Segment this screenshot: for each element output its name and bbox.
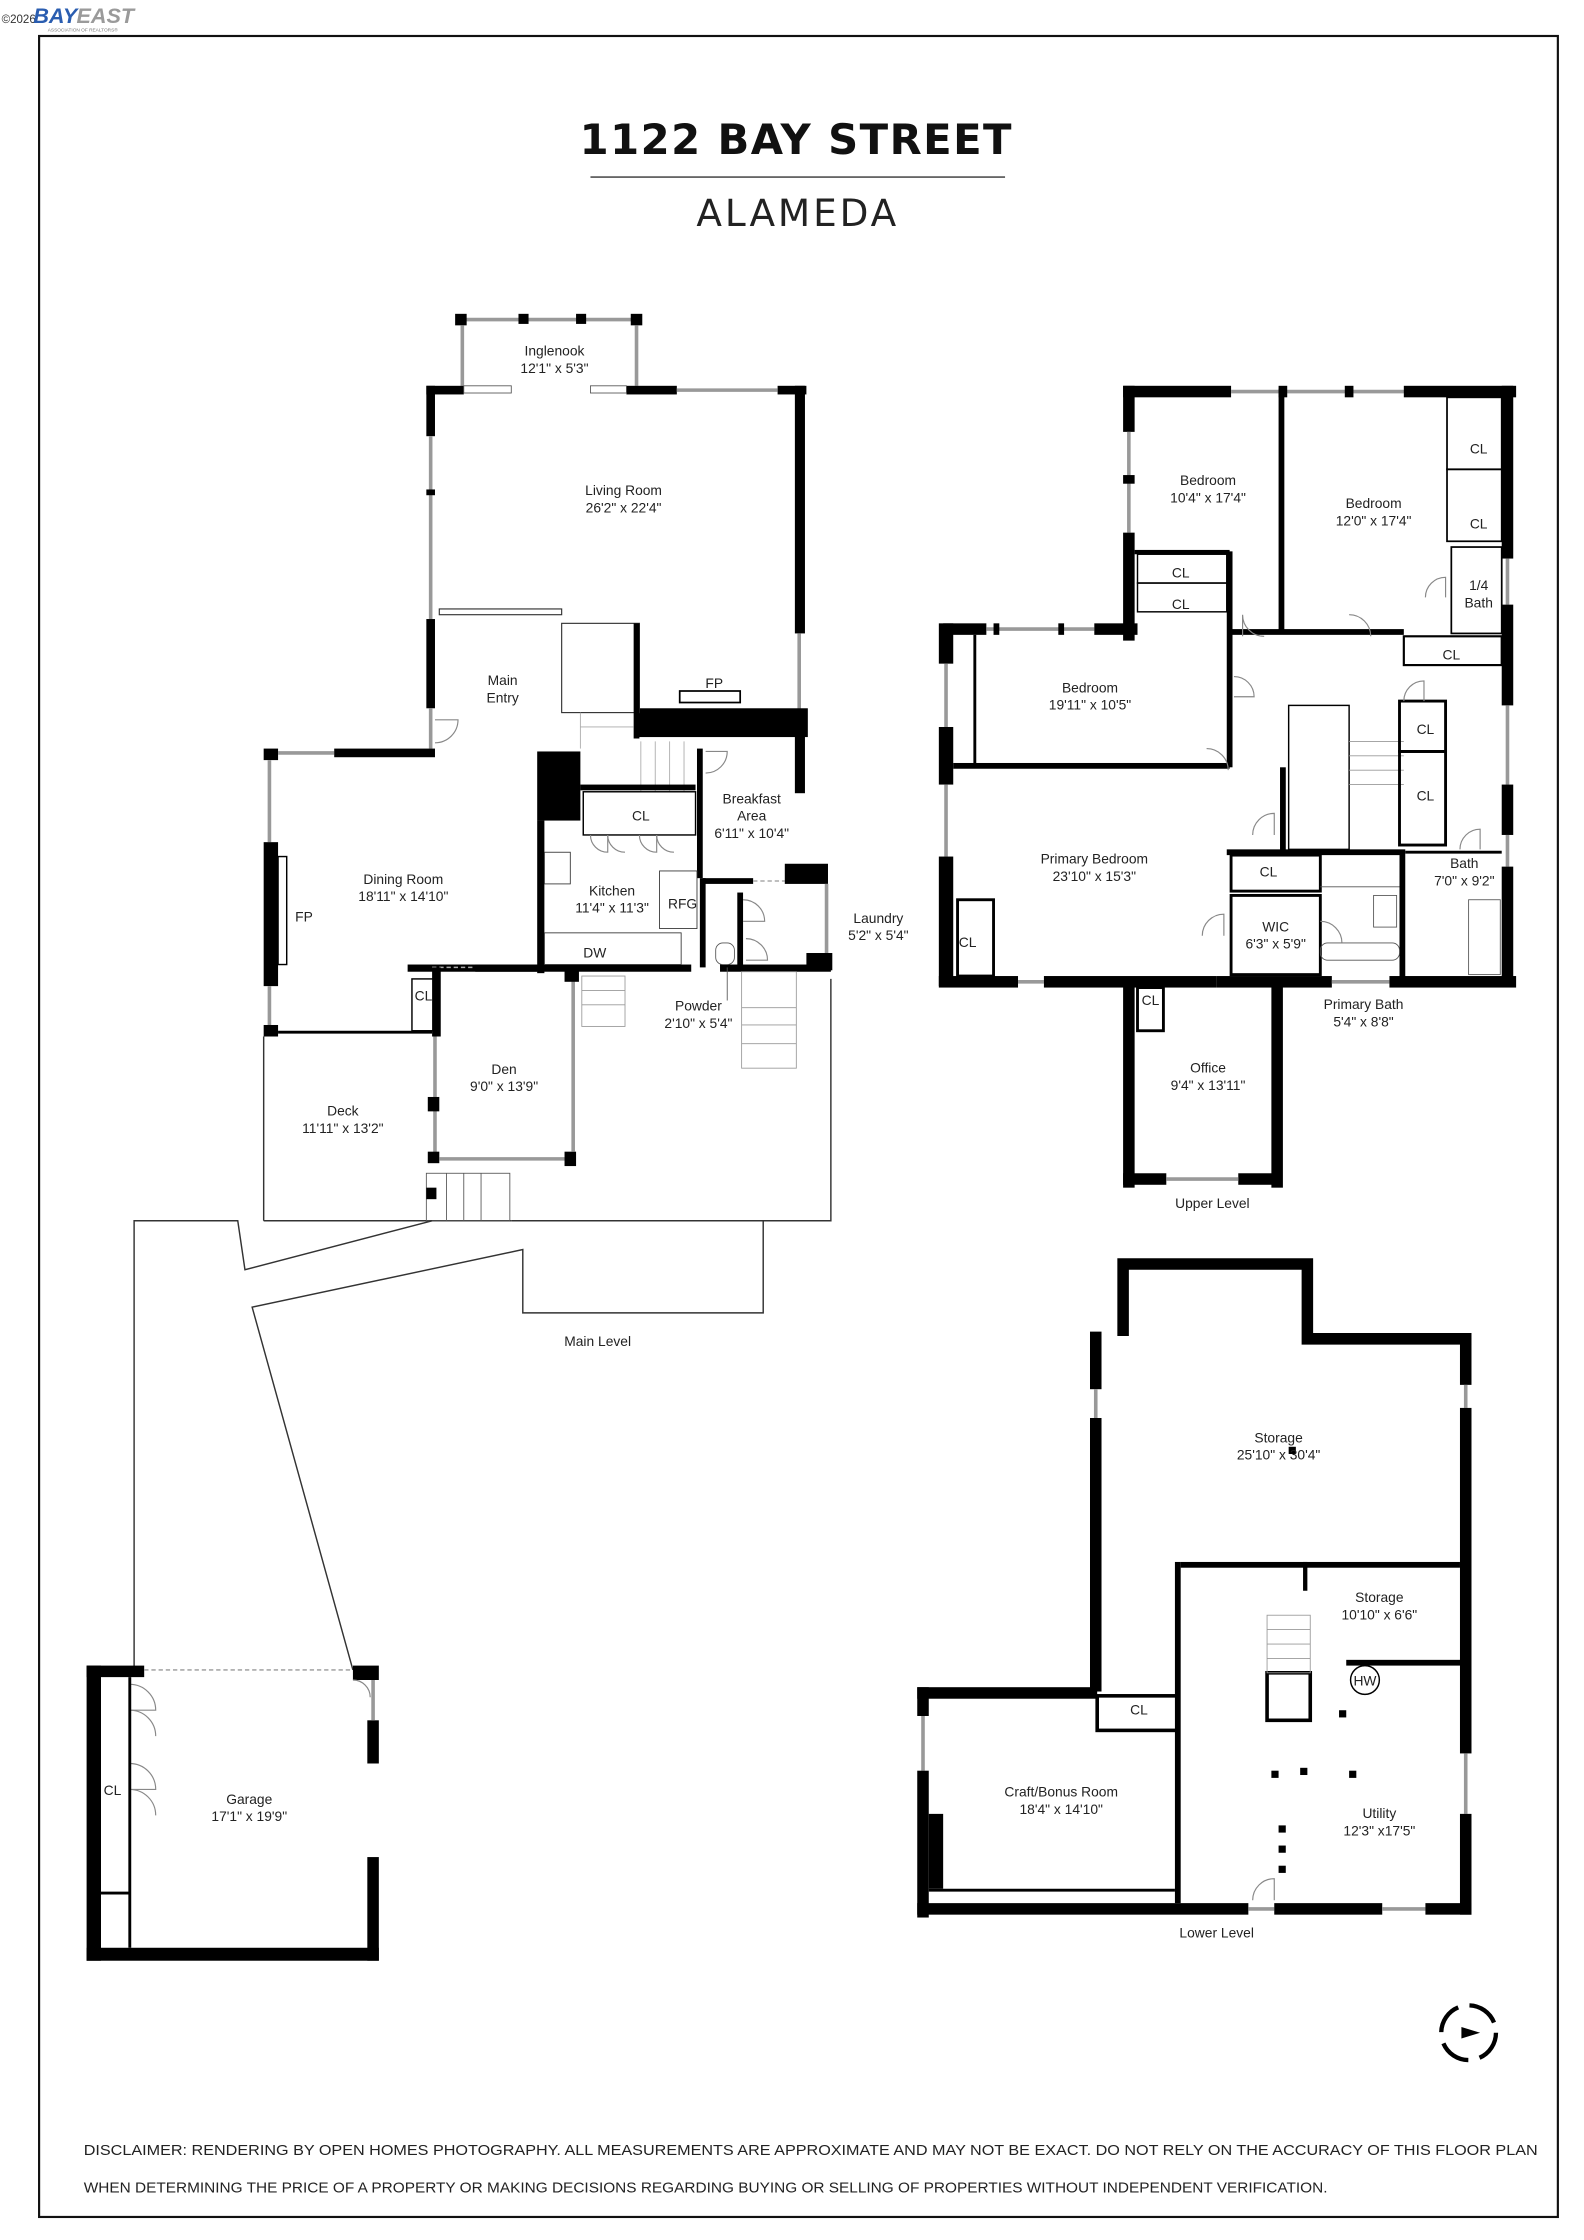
fixture-label: FP [705,675,723,691]
room-name: Powder [675,998,722,1014]
lower-level-walls [917,1258,1472,1918]
room-dimensions: 9'4" x 13'11" [1171,1077,1246,1093]
room-dimensions: Entry [487,690,519,706]
room-dimensions: 23'10" x 15'3" [1053,868,1137,884]
fixture-label: FP [295,908,313,924]
room-dimensions: Bath [1464,595,1492,611]
closet-label: CL [1417,721,1435,737]
room-name: Bath [1450,855,1478,871]
fixture-label: CL [632,808,650,824]
room-name: 1/4 [1469,577,1489,593]
room-name: Bedroom [1062,679,1118,695]
room-name: WIC [1262,918,1289,934]
room-dimensions: 10'4" x 17'4" [1170,489,1246,505]
room-name: Craft/Bonus Room [1004,1784,1118,1800]
room-dimensions: 11'4" x 11'3" [575,900,649,916]
room-name: Den [491,1061,516,1077]
room-dimensions: Area [737,808,766,824]
room-dimensions: 5'2" x 5'4" [848,927,908,943]
room-dimensions: 26'2" x 22'4" [586,499,662,515]
fixture-label: RFG [668,895,697,911]
room-name: Breakfast [723,790,782,806]
water-heater-label: HW [1353,1673,1376,1689]
room-name: Primary Bedroom [1041,851,1148,867]
closet-label: CL [959,934,977,950]
level-label: Upper Level [1175,1195,1249,1211]
logo-east: EAST [77,3,136,28]
room-name: Storage [1254,1429,1303,1445]
main-level-walls [86,313,833,1961]
room-name: Office [1190,1059,1226,1075]
closet-label: CL [1130,1702,1148,1718]
closet-label: CL [1142,992,1160,1008]
room-dimensions: 7'0" x 9'2" [1434,872,1494,888]
room-dimensions: 12'1" x 5'3" [520,360,588,376]
room-dimensions: 17'1" x 19'9" [211,1808,287,1824]
closet-label: CL [1470,515,1488,531]
room-dimensions: 19'11" x 10'5" [1049,697,1132,713]
logo-tagline: ASSOCIATION OF REALTORS® [48,27,119,34]
closet-label: CL [1260,864,1278,880]
closet-label: CL [1442,646,1460,662]
copyright-text: ©2026 [2,14,36,26]
logo-bay: BAY [33,3,80,28]
room-dimensions: 10'10" x 6'6" [1341,1607,1417,1623]
room-dimensions: 12'3" x17'5" [1343,1822,1415,1838]
room-name: Bedroom [1346,495,1402,511]
closet-label: CL [1172,596,1190,612]
room-dimensions: 2'10" x 5'4" [664,1015,732,1031]
room-dimensions: 12'0" x 17'4" [1336,512,1412,528]
city-subtitle: ALAMEDA [696,191,899,235]
closet-label: CL [1417,787,1435,803]
room-name: Bedroom [1180,472,1236,488]
level-label: Main Level [564,1333,631,1349]
room-name: Primary Bath [1324,996,1404,1012]
compass-icon [1439,2003,1499,2063]
closet-label: CL [1470,440,1488,456]
room-name: Garage [226,1791,272,1807]
room-name: Dining Room [363,871,443,887]
closet-label: CL [1172,564,1190,580]
room-name: Kitchen [589,882,635,898]
room-dimensions: 6'3" x 5'9" [1246,936,1306,952]
disclaimer-line-1: DISCLAIMER: RENDERING BY OPEN HOMES PHOT… [84,2142,1538,2159]
room-dimensions: 18'11" x 14'10" [358,888,448,904]
room-dimensions: 9'0" x 13'9" [470,1078,538,1094]
disclaimer-line-2: WHEN DETERMINING THE PRICE OF A PROPERTY… [84,2179,1328,2196]
room-name: Living Room [585,482,662,498]
room-name: Utility [1362,1805,1396,1821]
room-name: Storage [1355,1589,1404,1605]
room-dimensions: 5'4" x 8'8" [1333,1013,1393,1029]
page-frame [38,34,1559,2219]
page-title: 1122 BAY STREET [580,115,1013,164]
room-name: Deck [327,1103,359,1119]
room-dimensions: 18'4" x 14'10" [1019,1801,1103,1817]
room-name: Laundry [853,910,903,926]
fixture-label: CL [104,1782,122,1798]
bayeast-logo: ©2026 BAY EAST ASSOCIATION OF REALTORS® [0,0,139,35]
level-label: Lower Level [1179,1925,1253,1941]
room-dimensions: 11'11" x 13'2" [302,1120,383,1136]
room-dimensions: 25'10" x 30'4" [1237,1447,1321,1463]
room-dimensions: 6'11" x 10'4" [714,825,789,841]
fixture-label: CL [415,988,433,1004]
room-name: Main [488,672,518,688]
room-name: Inglenook [525,343,585,359]
upper-level-walls [938,385,1517,1188]
fixture-label: DW [583,944,606,960]
